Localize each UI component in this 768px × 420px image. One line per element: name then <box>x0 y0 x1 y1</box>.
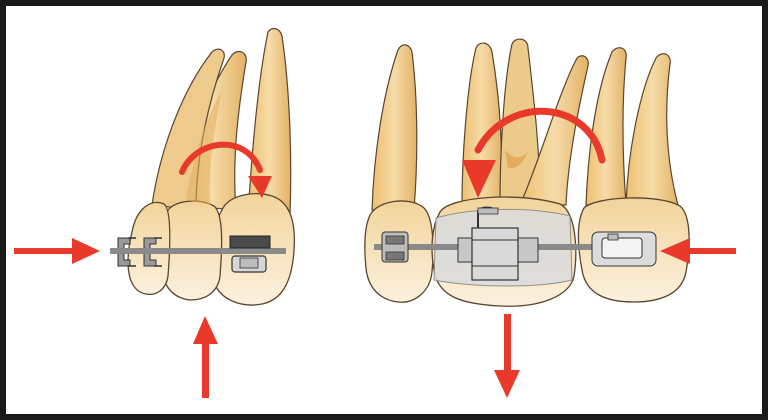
left-bracket-dark <box>229 235 271 249</box>
right-root-back-2 <box>625 53 679 206</box>
left-rotation-arrow <box>179 141 263 175</box>
right-tooth-group <box>364 38 736 398</box>
left-tooth-group <box>14 27 296 398</box>
left-archwire <box>110 248 286 254</box>
right-root-premolar <box>371 44 418 211</box>
right-root-molar-right <box>519 55 589 206</box>
right-root-shade <box>505 150 528 169</box>
right-bracket-premolar <box>381 231 409 263</box>
up-force-arrow <box>193 316 218 398</box>
molar-tube-bracket <box>457 206 539 281</box>
right-rotation-arrowhead <box>462 160 496 198</box>
left-bracket-slot <box>239 257 259 269</box>
right-rotation-arrow <box>474 107 606 164</box>
left-force-arrow <box>14 238 100 264</box>
right-force-arrow <box>660 238 736 264</box>
back-tube-bracket <box>591 231 657 267</box>
right-root-back-1 <box>585 47 627 206</box>
down-force-arrow <box>494 314 520 398</box>
left-rotation-arrowhead <box>248 176 272 198</box>
